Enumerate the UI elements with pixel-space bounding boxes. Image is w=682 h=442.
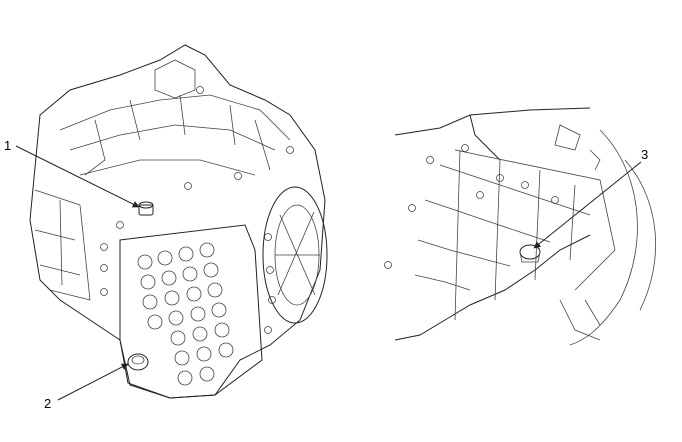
callout-label-3: 3 [641,147,648,162]
leader-2 [57,363,129,401]
leader-1 [15,145,140,208]
leader-3 [533,161,642,249]
closeup-bolts [384,144,559,269]
plug-3 [519,244,541,263]
callout-label-2: 2 [44,396,51,411]
plug-2 [127,353,149,371]
cover-bosses [137,242,234,386]
plug-1 [138,201,154,216]
transaxle-left-view [29,44,328,399]
closeup-right-view [384,107,657,346]
housing-bolts [100,86,294,334]
callout-label-1: 1 [4,138,11,153]
